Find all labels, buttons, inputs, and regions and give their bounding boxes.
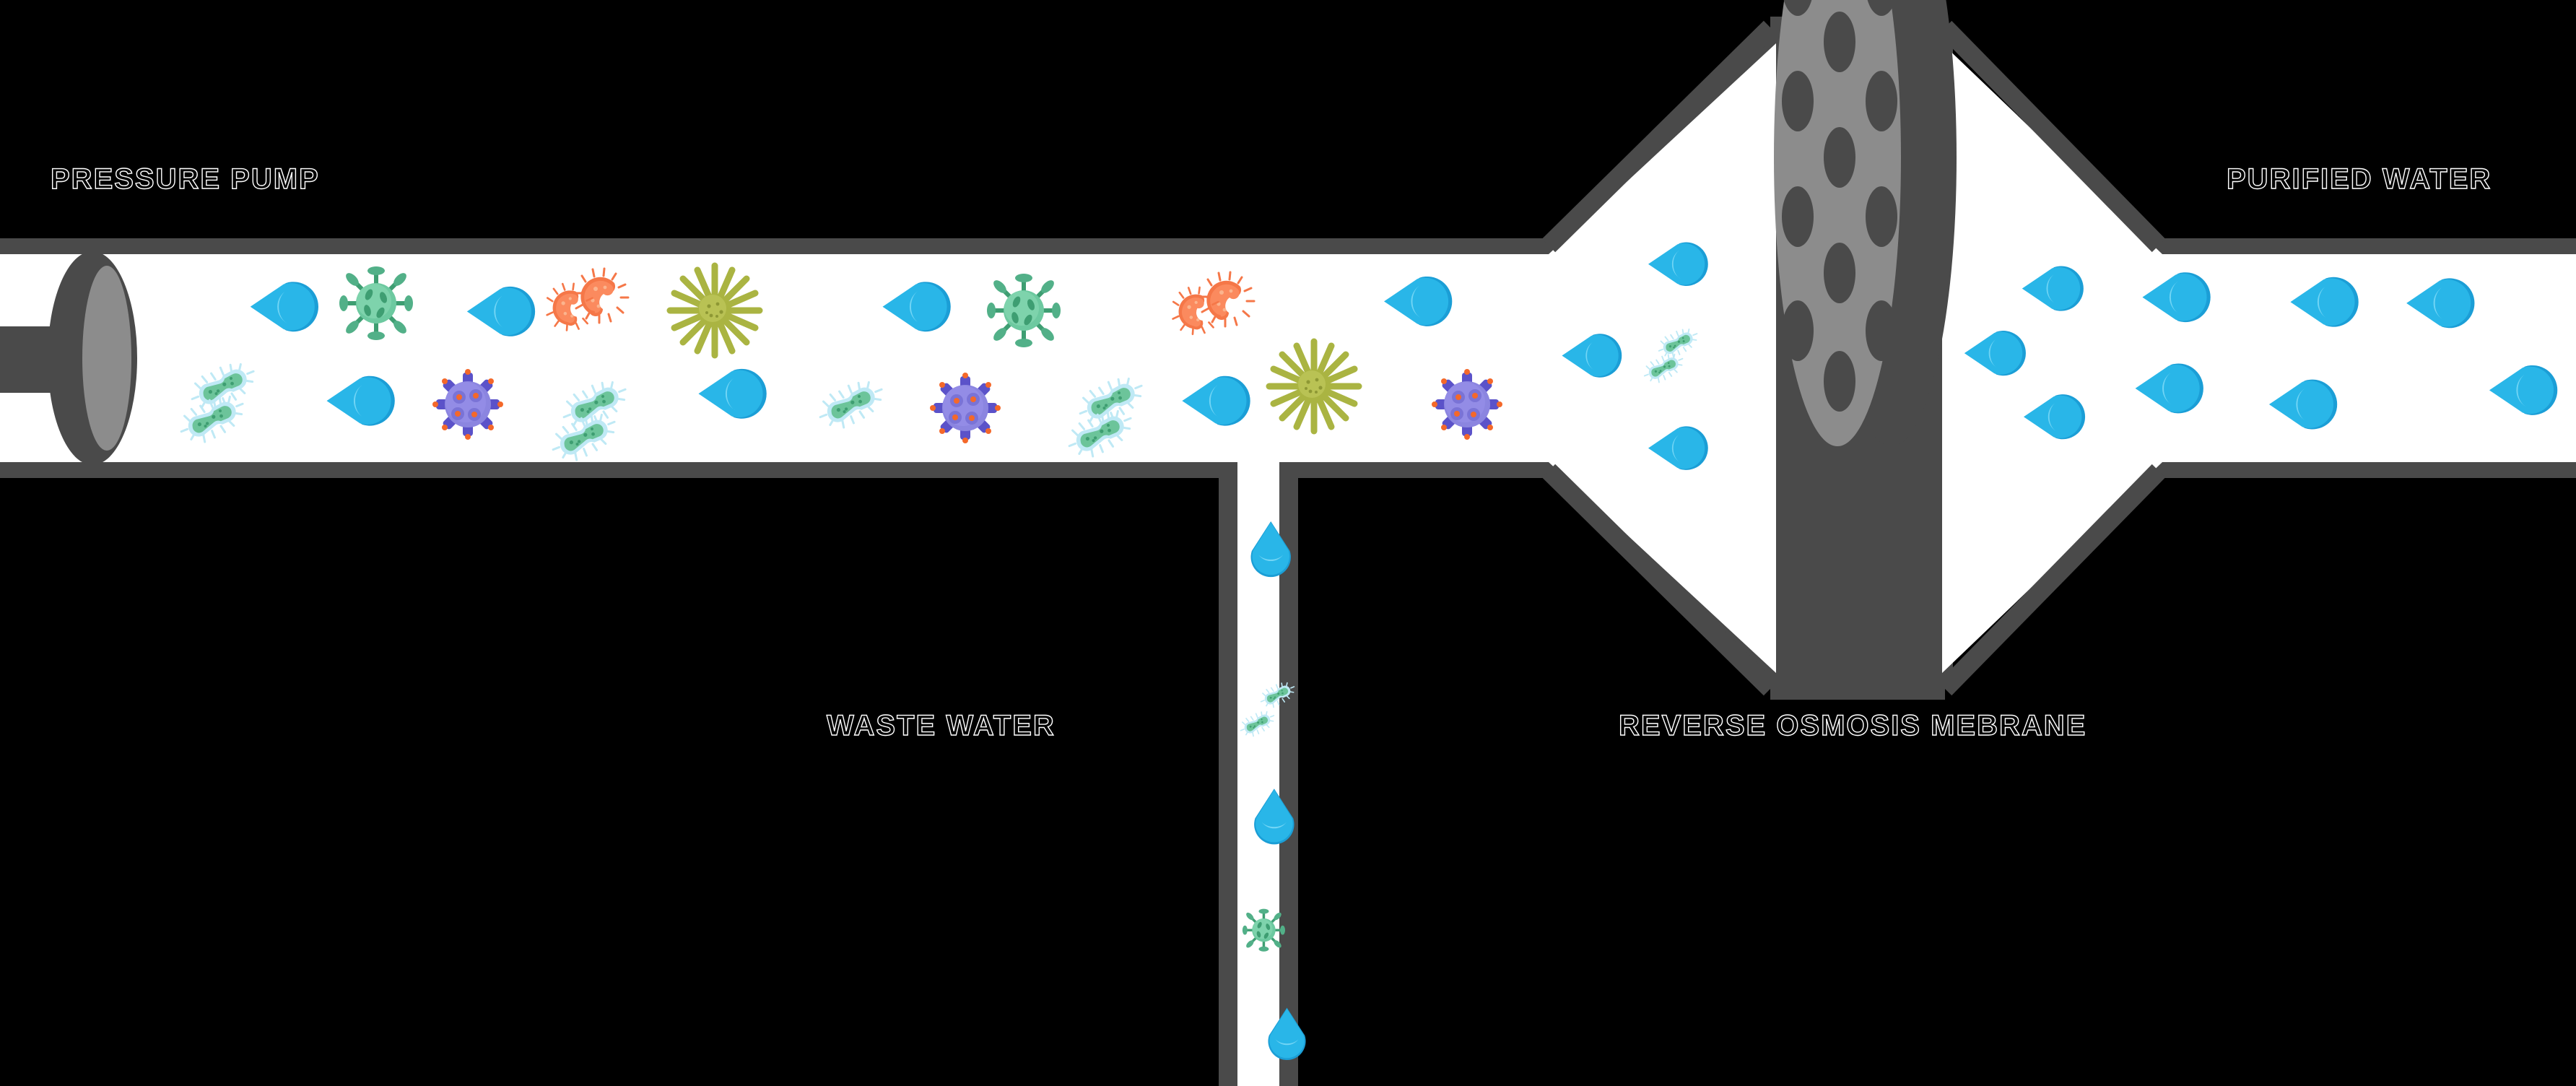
- ro-membrane[interactable]: [1774, 0, 1957, 446]
- flare-wall-bottom-left: [1541, 464, 1777, 696]
- flare-wall-bottom-right: [1938, 464, 2166, 696]
- membrane-pores: [1782, 0, 1897, 412]
- pump-inner-bore: [82, 266, 131, 451]
- flare-wall-top-right: [1938, 20, 2166, 253]
- outlet-flare-interior: [1942, 43, 2162, 673]
- label-pressure-pump: PRESSURE PUMP: [50, 163, 320, 195]
- label-purified-water: PURIFIED WATER: [2226, 163, 2492, 195]
- feed-pipe-interior: [0, 254, 1549, 462]
- outlet-pipe-interior: [2137, 254, 2576, 462]
- label-ro-membrane: REVERSE OSMOSIS MEBRANE: [1618, 710, 2087, 742]
- waste-wall-left: [1219, 462, 1237, 1086]
- label-waste-water: WASTE WATER: [826, 710, 1056, 742]
- pressure-pump[interactable]: [0, 251, 137, 465]
- flare-wall-top-left: [1541, 20, 1777, 253]
